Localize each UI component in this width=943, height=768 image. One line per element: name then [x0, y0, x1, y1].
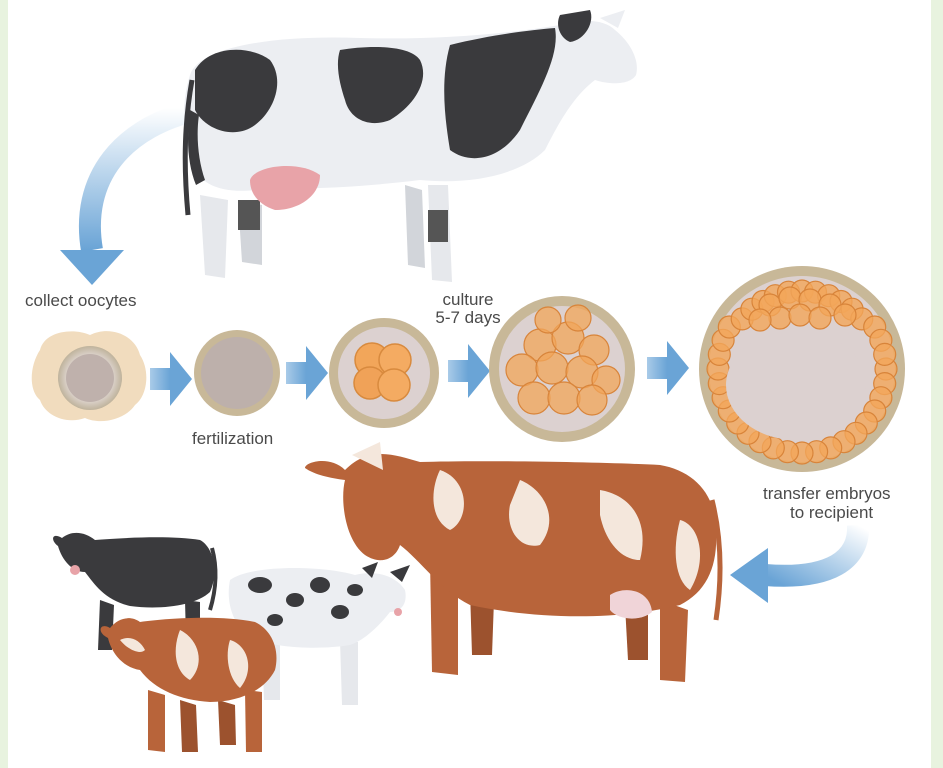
early-embryo [329, 318, 439, 428]
inner-cell-mass-cell [809, 307, 831, 329]
inner-cell-mass-cell [789, 304, 811, 326]
label-to-recipient: to recipient [790, 502, 873, 523]
label-transfer-embryos: transfer embryos [763, 483, 891, 504]
oocyte-cell [32, 331, 147, 421]
label-fertilization: fertilization [192, 428, 273, 449]
label-collect-oocytes: collect oocytes [25, 290, 137, 311]
process-arrow-3 [448, 344, 490, 398]
inner-cell-mass-cell [834, 304, 856, 326]
trophoblast-cell [874, 343, 896, 365]
blastocyst-embryo [699, 266, 905, 472]
label-culture-duration: 5-7 days [425, 307, 511, 328]
fertilized-egg [194, 330, 280, 416]
process-arrow-2 [286, 346, 328, 400]
inner-cell-mass-cell [749, 309, 771, 331]
inner-cell-mass-cell [769, 307, 791, 329]
curved-arrow-transfer [730, 525, 858, 603]
process-arrow-4 [647, 341, 689, 395]
recipient-cow [305, 442, 720, 682]
holstein-donor-cow [184, 10, 637, 282]
red-white-calf [101, 618, 277, 752]
process-arrow-1 [150, 352, 192, 406]
curved-arrow-collect [60, 108, 205, 285]
